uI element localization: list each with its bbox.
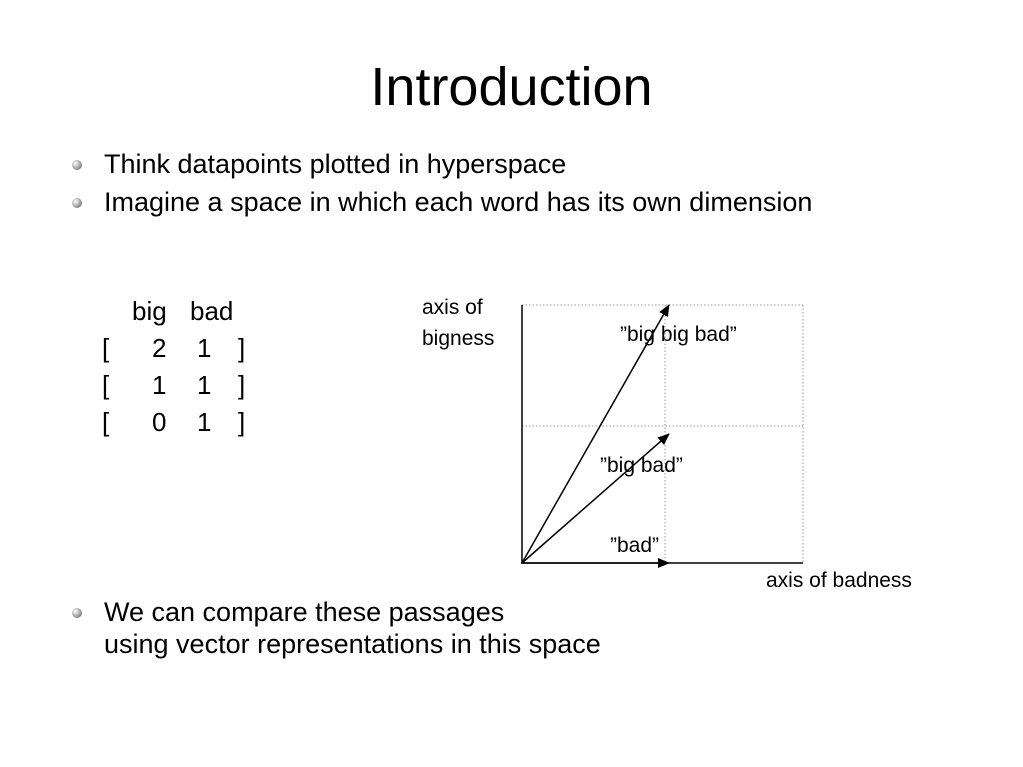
bottom-bullet-list: We can compare these passages using vect… xyxy=(72,596,972,660)
bullet-icon xyxy=(72,160,82,170)
vector-layer: ”big big bad” ”big bad” ”bad” xyxy=(521,304,737,568)
bullet-text: Think datapoints plotted in hyperspace xyxy=(104,149,567,179)
top-bullet-list: Think datapoints plotted in hyperspace I… xyxy=(72,145,972,221)
matrix-header-big: big xyxy=(132,296,167,326)
matrix-bracket-close: ] xyxy=(238,407,246,437)
vector-label: ”big bad” xyxy=(600,454,683,477)
bullet-text: Imagine a space in which each word has i… xyxy=(104,187,813,217)
matrix-bracket-close: ] xyxy=(238,333,246,363)
matrix-bracket-open: [ xyxy=(102,407,110,437)
matrix-cell-bad: 1 xyxy=(197,370,212,400)
bullet-text-line1: We can compare these passages xyxy=(104,597,505,627)
bullet-icon xyxy=(72,198,82,208)
matrix-header-bad: bad xyxy=(190,296,234,326)
matrix-cell-bad: 1 xyxy=(197,407,212,437)
bullet-item: We can compare these passages using vect… xyxy=(72,596,972,660)
matrix-cell-big: 2 xyxy=(152,333,167,363)
matrix-cell-big: 1 xyxy=(152,370,167,400)
y-axis-label-line1: axis of xyxy=(422,296,483,319)
bullet-icon xyxy=(72,608,82,618)
bullet-item: Imagine a space in which each word has i… xyxy=(72,183,972,221)
matrix-bracket-open: [ xyxy=(102,333,110,363)
grid-lines xyxy=(522,304,804,562)
vector-arrow xyxy=(521,433,670,564)
matrix-bracket-close: ] xyxy=(238,370,246,400)
y-axis-label-line2: bigness xyxy=(422,327,494,350)
matrix-cell-bad: 1 xyxy=(197,333,212,363)
slide-title: Introduction xyxy=(370,57,653,117)
bullet-item: Think datapoints plotted in hyperspace xyxy=(72,145,972,183)
vector-arrow xyxy=(521,304,670,564)
bullet-text-line2: using vector representations in this spa… xyxy=(104,629,601,659)
x-axis-label: axis of badness xyxy=(766,569,912,592)
vector-label: ”bad” xyxy=(610,534,659,557)
matrix-bracket-open: [ xyxy=(102,370,110,400)
matrix-cell-big: 0 xyxy=(152,407,167,437)
vector-label: ”big big bad” xyxy=(620,323,737,346)
